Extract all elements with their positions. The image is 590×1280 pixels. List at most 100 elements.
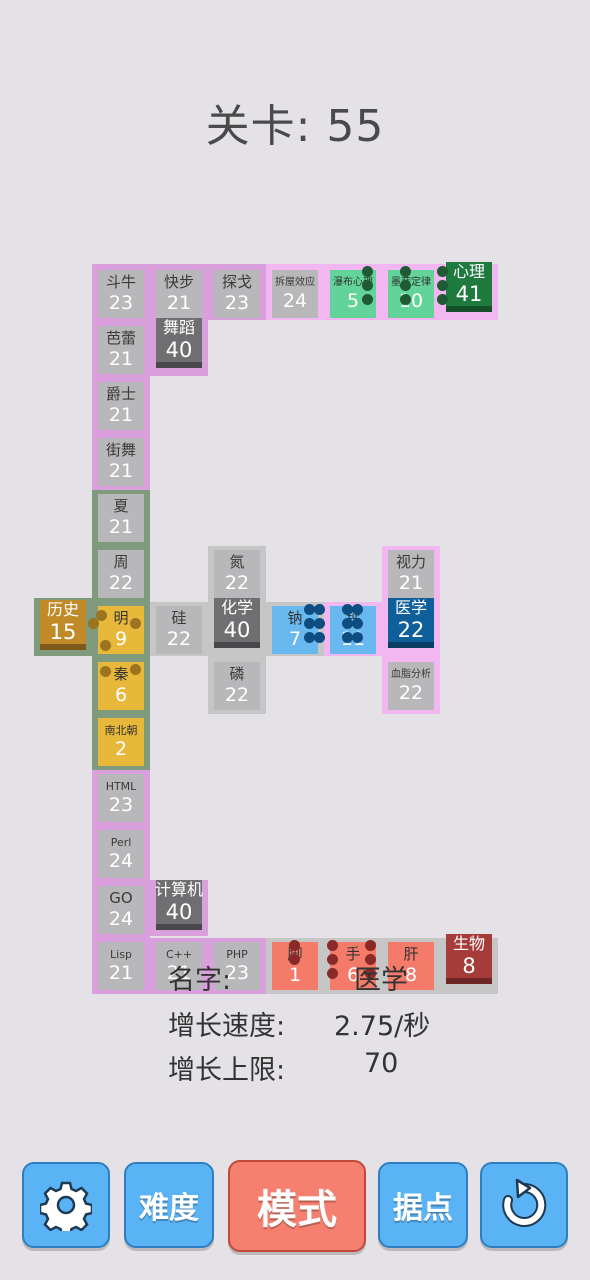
gear-icon	[40, 1181, 92, 1231]
tile-count: 22	[166, 628, 192, 650]
tile-name: 墨菲定律	[391, 276, 431, 288]
tile-count: 21	[398, 572, 424, 594]
mode-button[interactable]: 模式	[228, 1160, 366, 1252]
tile-count: 40	[223, 617, 251, 642]
tile-count: 24	[282, 289, 308, 312]
troop-dot	[400, 280, 411, 291]
limit-row: 增长上限: 70	[168, 1048, 398, 1087]
tile-count: 23	[108, 292, 134, 314]
troop-dot	[88, 618, 99, 629]
troop-dot	[289, 954, 300, 965]
settings-button[interactable]	[22, 1162, 110, 1248]
name-label: 名字:	[168, 965, 232, 996]
tile-name: 生物	[452, 933, 485, 953]
tile-name: 夏	[113, 497, 129, 515]
tile-cpp[interactable]: C++21	[156, 942, 202, 990]
stronghold-button[interactable]: 据点	[378, 1162, 468, 1248]
tile-name: 快步	[163, 273, 194, 291]
tile-count: 7	[288, 628, 302, 650]
troop-dot	[365, 968, 376, 979]
tile-count: 21	[166, 962, 192, 984]
tile-count: 21	[108, 962, 134, 984]
troop-dot	[362, 266, 373, 277]
troop-dot	[289, 940, 300, 951]
tile-count: 2	[114, 738, 128, 760]
troop-dot	[304, 618, 315, 629]
tile-count: 23	[108, 794, 134, 816]
tile-name: 氮	[229, 553, 245, 571]
troop-dot	[130, 664, 141, 675]
difficulty-label: 难度	[139, 1191, 199, 1226]
troop-dot	[100, 640, 111, 651]
troop-dot	[365, 954, 376, 965]
tile-count: 22	[224, 684, 250, 706]
tile-count: 1	[288, 964, 302, 986]
troop-dot	[304, 632, 315, 643]
troop-dot	[314, 604, 325, 615]
troop-dot	[352, 604, 363, 615]
tile-count: 23	[224, 292, 250, 314]
troop-dot	[100, 666, 111, 677]
troop-dot	[437, 280, 448, 291]
difficulty-button[interactable]: 难度	[124, 1162, 214, 1248]
tile-name: 磷	[229, 665, 245, 683]
tile-count: 22	[224, 572, 250, 594]
troop-dot	[352, 618, 363, 629]
tile-name: 爵士	[105, 385, 136, 403]
tile-count: 8	[404, 964, 418, 986]
troop-dot	[400, 294, 411, 305]
name-row: 名字: 医学	[168, 958, 408, 997]
name-value: 医学	[354, 965, 408, 996]
troop-dot	[437, 294, 448, 305]
bottom-toolbar: 难度 模式 据点	[0, 1160, 590, 1252]
troop-dot	[314, 618, 325, 629]
tile-name: 南北朝	[104, 724, 138, 737]
troop-dot	[362, 294, 373, 305]
tile-name: 血脂分析	[391, 668, 431, 680]
troop-dot	[342, 604, 353, 615]
restart-button[interactable]	[480, 1162, 568, 1248]
tile-name: 周	[113, 553, 129, 571]
mode-label: 模式	[257, 1187, 337, 1233]
restart-icon	[502, 1178, 547, 1227]
tile-count: 21	[108, 348, 134, 370]
troop-dot	[400, 266, 411, 277]
troop-dot	[327, 954, 338, 965]
tile-count: 8	[462, 953, 476, 978]
tile-name: Perl	[110, 836, 132, 849]
tile-count: 21	[108, 516, 134, 538]
tile-name: 化学	[220, 597, 253, 617]
tile-count: 21	[166, 292, 192, 314]
tile-name: 舞蹈	[162, 317, 195, 337]
troop-dot	[314, 632, 325, 643]
